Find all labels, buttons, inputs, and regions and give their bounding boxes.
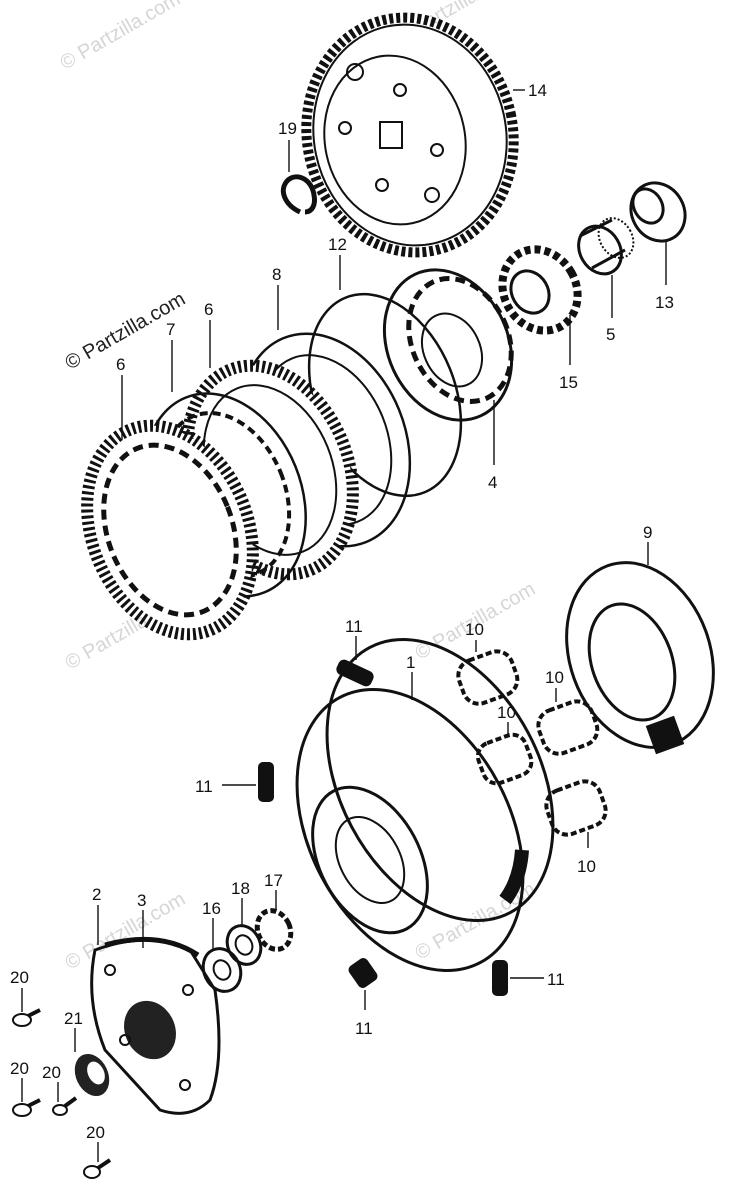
callout-5: 5 <box>606 325 615 344</box>
clutch-center <box>382 268 514 465</box>
callout-17: 17 <box>264 871 283 890</box>
callout-2: 2 <box>92 885 101 904</box>
primary-driven-gear <box>301 12 525 258</box>
callout-11: 11 <box>355 1019 373 1038</box>
callout-8: 8 <box>272 265 281 284</box>
callout-1: 1 <box>406 653 415 672</box>
watermark: © Partzilla.com <box>62 888 190 974</box>
callout-6: 6 <box>204 300 213 319</box>
spring-pin <box>336 636 374 687</box>
clutch-cover <box>90 905 221 1115</box>
screw <box>52 1082 78 1116</box>
spring-pin <box>492 960 544 996</box>
cap <box>629 181 687 285</box>
callout-21: 21 <box>64 1009 83 1028</box>
callout-13: 13 <box>655 293 674 312</box>
clutch-spring <box>456 640 520 706</box>
watermark: © Partzilla.com <box>57 0 185 74</box>
callout-20: 20 <box>10 968 29 987</box>
callout-labels: 1 2 3 4 5 6 6 7 8 9 10 10 10 10 11 11 11… <box>10 81 674 1142</box>
lock-nut <box>201 918 243 993</box>
spring-pin <box>222 762 274 802</box>
callout-3: 3 <box>137 891 146 910</box>
clutch-spring <box>475 722 534 786</box>
callout-11: 11 <box>547 970 565 989</box>
bushing <box>577 217 635 318</box>
callout-7: 7 <box>166 320 175 339</box>
spring-pin <box>348 958 378 1010</box>
callout-18: 18 <box>231 879 250 898</box>
screw <box>83 1142 112 1179</box>
screw <box>12 1078 41 1117</box>
callout-14: 14 <box>528 81 547 100</box>
callout-9: 9 <box>643 523 652 542</box>
callout-10: 10 <box>465 620 484 639</box>
clutch-spring <box>544 779 608 848</box>
callout-20: 20 <box>86 1123 105 1142</box>
callout-10: 10 <box>545 668 564 687</box>
bearing <box>74 1028 110 1097</box>
clutch-spring <box>536 688 600 756</box>
sprocket-gear <box>498 245 582 365</box>
clutch-outer <box>295 637 555 973</box>
callout-10: 10 <box>497 703 516 722</box>
friction-disc <box>81 375 259 641</box>
callout-10: 10 <box>577 857 596 876</box>
callout-12: 12 <box>328 235 347 254</box>
lock-washer <box>254 890 294 952</box>
callout-4: 4 <box>488 473 497 492</box>
callout-11: 11 <box>345 617 363 636</box>
circlip <box>280 140 317 215</box>
callout-6: 6 <box>116 355 125 374</box>
callout-20: 20 <box>10 1059 29 1078</box>
callout-16: 16 <box>202 899 221 918</box>
callout-20: 20 <box>42 1063 61 1082</box>
screw <box>12 988 41 1027</box>
callout-15: 15 <box>559 373 578 392</box>
callout-11: 11 <box>195 777 213 796</box>
lifter-plate <box>565 542 715 755</box>
callout-19: 19 <box>278 119 297 138</box>
